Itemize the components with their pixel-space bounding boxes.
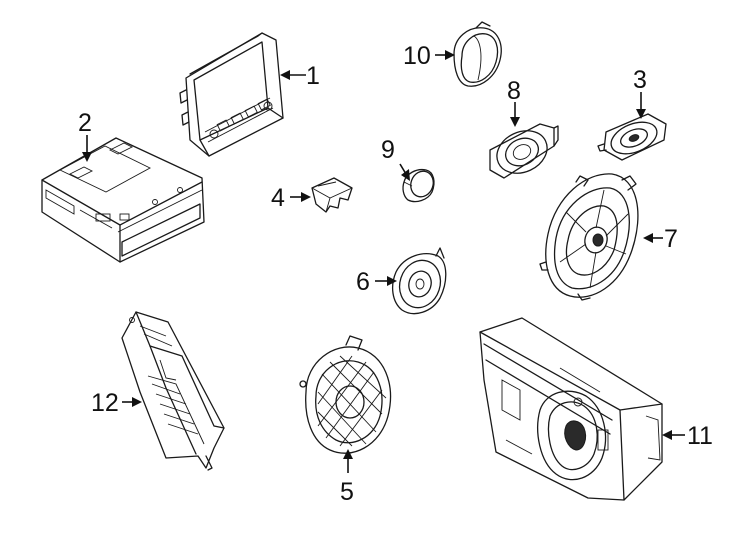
- callout-7: 7: [643, 225, 678, 253]
- callout-3-number: 3: [633, 66, 647, 94]
- callout-2: 2: [78, 109, 92, 162]
- callout-12: 12: [91, 389, 142, 417]
- part-3-speaker: [597, 113, 667, 161]
- part-1-radio-head-unit: [179, 32, 284, 157]
- callout-6-number: 6: [356, 268, 370, 296]
- callout-8: 8: [507, 77, 521, 127]
- part-11-subwoofer-enclosure: [479, 317, 663, 501]
- callout-7-number: 7: [664, 225, 678, 253]
- callout-3: 3: [633, 66, 647, 119]
- callout-11-number: 11: [687, 422, 713, 450]
- callout-9-number: 9: [381, 136, 395, 164]
- callout-10: 10: [403, 42, 455, 70]
- callout-12-number: 12: [91, 389, 119, 417]
- part-9-tweeter: [402, 168, 435, 203]
- callout-6: 6: [356, 268, 397, 296]
- part-4-bracket: [311, 177, 353, 213]
- callout-4-number: 4: [271, 184, 285, 212]
- part-8-speaker: [489, 123, 559, 179]
- part-6-speaker: [391, 247, 447, 315]
- callout-5: 5: [340, 449, 354, 506]
- part-5-woofer: [299, 335, 392, 454]
- callout-4: 4: [271, 184, 311, 212]
- part-2-navigation-module: [41, 137, 205, 263]
- callout-9: 9: [381, 136, 410, 181]
- callout-11: 11: [662, 422, 713, 450]
- callout-2-number: 2: [78, 109, 92, 137]
- callout-1-number: 1: [306, 62, 320, 90]
- part-12-amplifier: [121, 311, 225, 471]
- callout-1: 1: [280, 62, 320, 90]
- callout-10-number: 10: [403, 42, 431, 70]
- callout-8-number: 8: [507, 77, 521, 105]
- part-10-speaker: [453, 21, 502, 87]
- part-7-woofer: [539, 173, 639, 301]
- callout-5-number: 5: [340, 478, 354, 506]
